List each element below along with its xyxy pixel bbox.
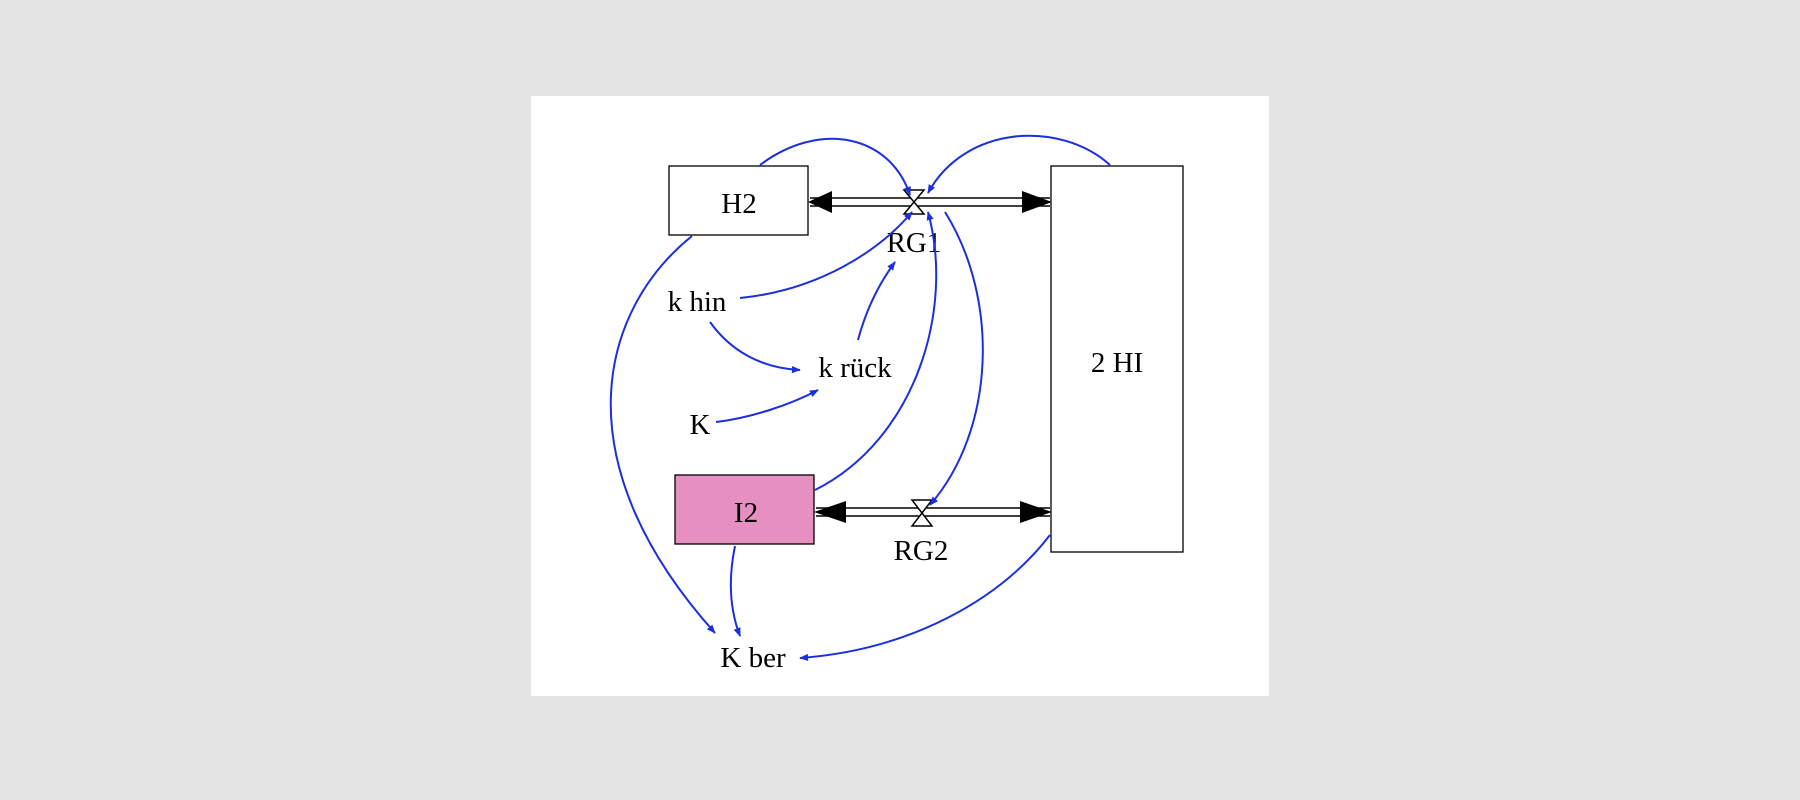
stock-2hi-label: 2 HI <box>1091 347 1143 379</box>
link-i2-to-rg1 <box>814 211 938 491</box>
variable-k-rueck[interactable]: k rück <box>818 352 892 384</box>
stock-h2[interactable]: H2 <box>668 165 809 236</box>
stock-2hi[interactable]: 2 HI <box>1050 165 1184 553</box>
rate-rg2-label[interactable]: RG2 <box>894 535 949 567</box>
link-2hi-to-k-ber <box>799 534 1051 661</box>
flow-arrowhead-left <box>814 501 846 523</box>
link-rg1-to-rg2 <box>929 211 984 506</box>
link-h2-to-k-ber <box>609 235 716 634</box>
link-k-to-k-rueck <box>715 389 819 423</box>
diagram-canvas: H2 I2 2 HI RG1 RG2 k hin k rück K K ber <box>531 96 1269 696</box>
flow-arrowhead-right <box>1022 191 1052 213</box>
stock-i2[interactable]: I2 <box>674 474 815 545</box>
flow-arrowhead-right <box>1020 501 1052 523</box>
link-h2-to-rg1 <box>759 137 911 196</box>
link-k-hin-to-rg1 <box>739 211 913 299</box>
link-2hi-to-rg1 <box>927 134 1111 194</box>
stock-h2-label: H2 <box>721 188 756 220</box>
flow-arrowhead-left <box>808 191 832 213</box>
link-k-hin-to-k-rueck <box>709 321 801 374</box>
link-i2-to-k-ber <box>729 545 741 637</box>
variable-k[interactable]: K <box>690 409 711 441</box>
variable-k-hin[interactable]: k hin <box>668 286 727 318</box>
variable-k-ber[interactable]: K ber <box>720 642 786 674</box>
stock-i2-label: I2 <box>734 497 758 529</box>
valve-rg1-icon[interactable] <box>902 189 926 215</box>
link-k-rueck-to-rg1 <box>857 261 896 341</box>
valve-rg2-icon[interactable] <box>910 499 934 527</box>
flow-pipe-rg2 <box>814 501 1052 523</box>
flow-pipe-rg1 <box>808 191 1052 213</box>
causal-links <box>609 134 1111 661</box>
